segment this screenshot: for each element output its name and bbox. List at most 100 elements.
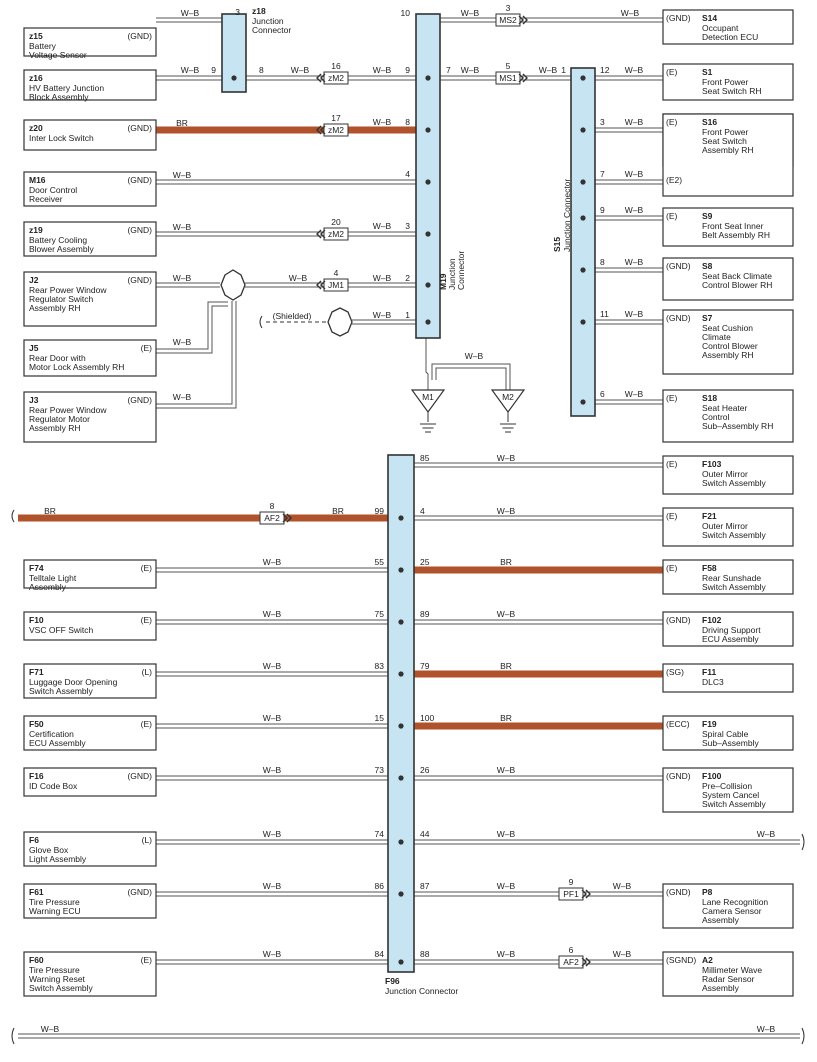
wire-color: W–B xyxy=(181,65,200,75)
wire-color: W–B xyxy=(621,8,640,18)
component-name: Detection ECU xyxy=(702,32,758,42)
component-name: Driving Support xyxy=(702,625,761,635)
wire-color: W–B xyxy=(263,881,282,891)
wire xyxy=(435,367,507,390)
wire-color: W–B xyxy=(497,765,516,775)
junction-code: F96 xyxy=(385,976,400,986)
splice-dot xyxy=(398,891,404,897)
pin: 83 xyxy=(375,661,385,671)
component-name: Control Blower xyxy=(702,341,758,351)
component-f58 xyxy=(662,559,794,595)
chevron xyxy=(316,125,322,135)
component-name: Door Control xyxy=(29,185,77,195)
component-name: Assembly xyxy=(702,915,740,925)
component-code: F102 xyxy=(702,615,722,625)
component-code: J2 xyxy=(29,275,39,285)
ground-symbol xyxy=(490,389,526,414)
terminal-label: (E) xyxy=(666,393,678,403)
pin: 12 xyxy=(600,65,610,75)
component-name: Assembly xyxy=(29,582,67,592)
component-j2 xyxy=(23,271,157,327)
wire-color: W–B xyxy=(263,557,282,567)
component-z16 xyxy=(23,69,157,101)
splice-dot xyxy=(231,75,237,81)
component-name: ID Code Box xyxy=(29,781,78,791)
wire-color: W–B xyxy=(625,205,644,215)
wire-color: W–B xyxy=(497,881,516,891)
terminal-label: (GND) xyxy=(127,275,152,285)
component-name: Assembly RH xyxy=(702,350,753,360)
terminal-label: (E) xyxy=(666,211,678,221)
junction-name: Junction Connector xyxy=(385,986,458,996)
chevron xyxy=(585,889,591,899)
connector-pin: 20 xyxy=(331,217,341,227)
connector-zm2 xyxy=(323,71,349,85)
component-name: Lane Recognition xyxy=(702,897,768,907)
terminal-label: (E) xyxy=(141,343,153,353)
splice-dot xyxy=(580,267,586,273)
component-a2 xyxy=(662,951,794,997)
connector-pf1 xyxy=(558,887,584,901)
wire-color: W–B xyxy=(539,65,558,75)
component-code: J3 xyxy=(29,395,39,405)
component-s14 xyxy=(662,9,794,45)
wire-color: W–B xyxy=(497,829,516,839)
terminal-label: (E) xyxy=(666,563,678,573)
component-name: Switch Assembly xyxy=(702,530,767,540)
connector-zm2 xyxy=(323,227,349,241)
junction-name: Junction xyxy=(447,258,457,290)
splice-dot xyxy=(398,671,404,677)
component-name: Switch Assembly xyxy=(29,983,94,993)
chevron xyxy=(585,957,591,967)
wire-color: W–B xyxy=(173,222,192,232)
pin: 87 xyxy=(420,881,430,891)
wire-color: W–B xyxy=(289,273,308,283)
connector-id: AF2 xyxy=(563,957,579,967)
component-name: Assembly xyxy=(702,983,740,993)
component-name: Regulator Motor xyxy=(29,414,90,424)
component-name: Seat Heater xyxy=(702,403,748,413)
splice-dot xyxy=(580,75,586,81)
component-code: z15 xyxy=(29,31,43,41)
connector-id: MS1 xyxy=(499,73,517,83)
component-f74 xyxy=(23,559,157,589)
wire-color: W–B xyxy=(173,170,192,180)
component-name: Outer Mirror xyxy=(702,469,748,479)
component-code: S16 xyxy=(702,117,717,127)
junction-name: Connector xyxy=(252,25,291,35)
terminal-label: (GND) xyxy=(127,175,152,185)
component-code: F61 xyxy=(29,887,44,897)
wire-break xyxy=(801,833,805,851)
wire-color: W–B xyxy=(263,829,282,839)
pin: 55 xyxy=(375,557,385,567)
pin: 100 xyxy=(420,713,434,723)
component-s1 xyxy=(662,63,794,101)
pin: 73 xyxy=(375,765,385,775)
component-code: z19 xyxy=(29,225,43,235)
splice-octagon xyxy=(327,307,353,337)
wire-color: W–B xyxy=(41,1024,60,1034)
chevron xyxy=(316,280,322,290)
wire-color: W–B xyxy=(373,273,392,283)
pin: 44 xyxy=(420,829,430,839)
connector-id: JM1 xyxy=(328,280,344,290)
component-f50 xyxy=(23,715,157,751)
connector-id: MS2 xyxy=(499,15,517,25)
terminal-label: (E) xyxy=(141,615,153,625)
chevron xyxy=(518,73,524,83)
terminal-label: (GND) xyxy=(127,225,152,235)
component-name: Battery Cooling xyxy=(29,235,87,245)
component-name: Outer Mirror xyxy=(702,521,748,531)
splice-dot xyxy=(398,959,404,965)
component-name: Seat Switch RH xyxy=(702,86,762,96)
component-p8 xyxy=(662,883,794,929)
component-name: Switch Assembly xyxy=(29,686,94,696)
wire-color: W–B xyxy=(613,949,632,959)
component-code: F74 xyxy=(29,563,44,573)
wire-color: BR xyxy=(500,661,512,671)
connector-jm1 xyxy=(323,278,349,292)
junction-s15 xyxy=(570,67,596,417)
connector-af2 xyxy=(558,955,584,969)
component-code: z20 xyxy=(29,123,43,133)
